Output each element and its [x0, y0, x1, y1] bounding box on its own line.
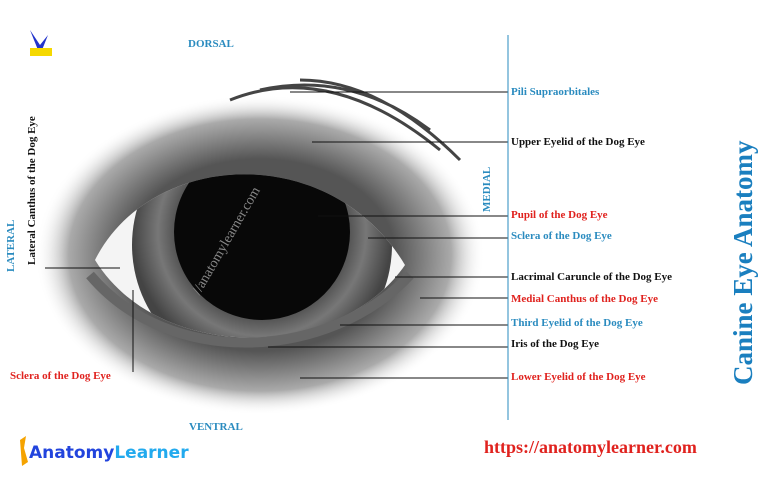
pupil	[174, 174, 350, 320]
label-medial-canthus: Medial Canthus of the Dog Eye	[511, 293, 658, 305]
dorsal-label: DORSAL	[188, 38, 234, 50]
label-pupil: Pupil of the Dog Eye	[511, 209, 608, 221]
label-iris: Iris of the Dog Eye	[511, 338, 599, 350]
label-pili: Pili Supraorbitales	[511, 86, 600, 98]
label-lacrimal: Lacrimal Caruncle of the Dog Eye	[511, 271, 672, 283]
page-title: Canine Eye Anatomy	[728, 140, 758, 385]
site-url[interactable]: https://anatomylearner.com	[484, 437, 697, 457]
logo-text-a: Anatomy	[29, 443, 115, 463]
lower-eyelid	[86, 271, 414, 348]
label-third-eyelid: Third Eyelid of the Dog Eye	[511, 317, 643, 329]
medial-label: MEDIAL	[481, 166, 493, 212]
lateral-label: LATERAL	[5, 219, 17, 272]
logo-figure-icon	[20, 436, 28, 466]
logo: AnatomyLearner	[29, 443, 189, 463]
label-lower-eyelid: Lower Eyelid of the Dog Eye	[511, 371, 646, 383]
lateral-canthus-label: Lateral Canthus of the Dog Eye	[26, 116, 38, 265]
label-upper-eyelid: Upper Eyelid of the Dog Eye	[511, 136, 645, 148]
ventral-label: VENTRAL	[189, 421, 243, 433]
label-sclera-left: Sclera of the Dog Eye	[10, 370, 111, 382]
logo-mark-badge	[30, 48, 52, 56]
label-sclera-right: Sclera of the Dog Eye	[511, 230, 612, 242]
logo-text-b: Learner	[114, 443, 189, 463]
